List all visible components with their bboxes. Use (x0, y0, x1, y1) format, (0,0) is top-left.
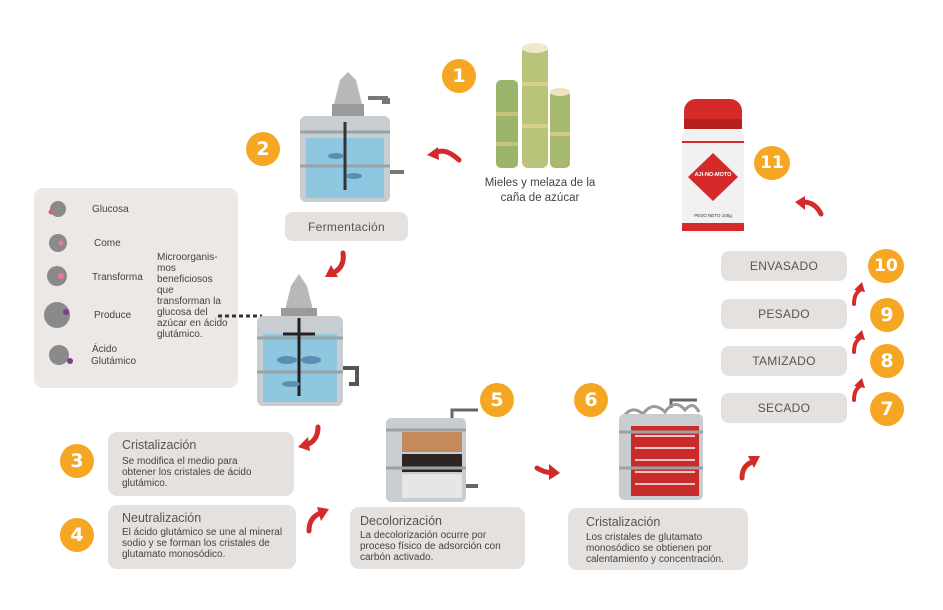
step-6-title: Cristalización (586, 515, 661, 529)
step-6-text: Los cristales de glutamato monosódico se… (586, 532, 724, 565)
legend-transform-dot (47, 266, 67, 286)
step-5-title: Decolorización (360, 514, 442, 528)
step-5-text: La decolorización ocurre por proceso fís… (360, 530, 501, 563)
legend-description-line: Microorganis- (157, 252, 218, 263)
step-4-title: Neutralización (122, 511, 202, 525)
legend-glutamic-label-line-2: Glutámico (91, 356, 137, 367)
arrow-7-to-8 (852, 378, 865, 402)
step-5-text-line: proceso físico de adsorción con (360, 541, 501, 552)
legend-produce-dot (44, 302, 70, 328)
arrow-6-to-7 (739, 456, 760, 481)
fermentation-tank-image (300, 72, 404, 202)
step-4-box: Neutralización El ácido glutámico se une… (108, 505, 296, 569)
step-6-text-line: Los cristales de glutamato (586, 532, 703, 543)
step-11-number: 11 (754, 146, 790, 180)
step-9-number: 9 (870, 298, 904, 332)
legend-description-line: glutámico. (157, 329, 203, 340)
step-10-label: ENVASADO (721, 251, 847, 281)
legend-eat-label: Come (94, 238, 121, 249)
product-weight: PESO NETO 100g (694, 213, 732, 218)
step-3-box: Cristalización Se modifica el medio para… (108, 432, 294, 496)
step-5-text-line: La decolorización ocurre por (360, 530, 487, 541)
arrow-2-down (325, 250, 346, 277)
step-9-label: PESADO (721, 299, 847, 329)
legend-glucose-label: Glucosa (92, 204, 129, 215)
step-8-label: TAMIZADO (721, 346, 847, 376)
legend-description: Microorganis- mos beneficiosos que trans… (157, 252, 228, 340)
legend-description-line: mos (157, 263, 176, 274)
legend-eat-dot (49, 234, 67, 252)
legend-glutamic-label-line-1: Ácido (92, 344, 118, 355)
legend-glutamic-label: Ácido Glutámico (91, 344, 137, 368)
step-4-text-line: glutamato monosódico. (122, 549, 226, 560)
step-4-text-line: El ácido glutámico se une al mineral (122, 527, 283, 538)
legend-description-line: glucosa del (157, 307, 208, 318)
product-brand: AJI-NO-MOTO (694, 172, 732, 178)
legend-description-line: transforman la (157, 296, 221, 307)
legend-produce-label: Produce (94, 310, 132, 321)
step-4-text-line: sodio y se forman los cristales de (122, 538, 270, 549)
step-1-caption-line-2: caña de azúcar (500, 192, 580, 204)
step-5-box: Decolorización La decolorización ocurre … (350, 507, 525, 569)
step-2-number: 2 (246, 132, 280, 166)
arrow-8-to-9 (852, 330, 865, 354)
step-3-number: 3 (60, 444, 94, 478)
legend-description-line: azúcar en ácido (157, 318, 228, 329)
fermentation-detail-tank-image (257, 274, 359, 406)
legend-transform-label: Transforma (92, 272, 143, 283)
step-7-label: SECADO (721, 393, 847, 423)
step-2-label: Fermentación (285, 212, 408, 241)
step-4-text: El ácido glutámico se une al mineral sod… (122, 527, 282, 560)
step-6-text-line: monosódico se obtienen por (586, 543, 712, 554)
product-jar-image (682, 99, 744, 233)
step-7-number: 7 (870, 392, 904, 426)
legend-connector (218, 314, 262, 318)
legend-glucose-dot (48, 201, 66, 217)
step-3-text: Se modifica el medio para obtener los cr… (122, 456, 252, 489)
step-6-number: 6 (574, 383, 608, 417)
step-8-number: 8 (870, 344, 904, 378)
step-1-number: 1 (442, 59, 476, 93)
step-6-text-line: calentamiento y concentración. (586, 554, 724, 565)
step-5-text-line: carbón activado. (360, 552, 434, 563)
step-10-number: 10 (868, 249, 904, 283)
legend-description-line: que (157, 285, 174, 296)
arrow-5-to-6 (534, 464, 560, 480)
legend-glutamic-dot (49, 345, 73, 365)
step-3-text-line: obtener los cristales de ácido (122, 467, 252, 478)
step-1-caption-line-1: Mieles y melaza de la (484, 177, 596, 189)
arrow-9-to-10 (852, 282, 865, 306)
step-3-text-line: Se modifica el medio para (122, 456, 238, 467)
arrow-to-step-3 (298, 424, 321, 451)
step-6-box: Cristalización Los cristales de glutamat… (568, 508, 748, 570)
step-1-caption: Mieles y melaza de la caña de azúcar (465, 176, 615, 206)
arrow-1-to-2 (427, 147, 462, 163)
step-3-text-line: glutámico. (122, 478, 168, 489)
step-3-title: Cristalización (122, 438, 197, 452)
step-5-number: 5 (480, 383, 514, 417)
crystallization-tank-image (619, 398, 703, 500)
sugar-cane-image (496, 43, 570, 168)
arrow-4-to-5 (306, 507, 329, 534)
step-4-number: 4 (60, 518, 94, 552)
arrow-10-to-11 (795, 196, 824, 217)
decolorization-tank-image (386, 408, 478, 502)
legend-description-line: beneficiosos (157, 274, 213, 285)
